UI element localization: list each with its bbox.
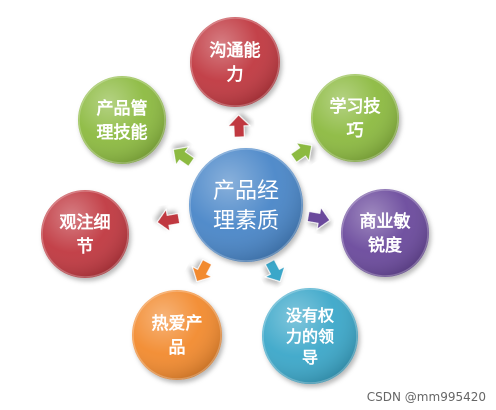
arrow-love-product	[191, 259, 213, 282]
center-node-circle-group-shine	[189, 148, 303, 262]
arrow-shape	[290, 142, 313, 163]
node-business-sense-shine	[341, 189, 429, 277]
node-love-product-shine	[132, 290, 222, 380]
node-communication-label-line: 力	[227, 64, 244, 85]
node-attention-detail-label-line: 节	[77, 236, 94, 257]
center-node-circle-group-ring	[189, 148, 303, 262]
node-attention-detail-shine	[41, 190, 129, 278]
arrow-product-management	[172, 146, 195, 167]
node-learning-ring	[311, 74, 399, 162]
center-label-line: 产品经	[213, 179, 279, 204]
arrows	[156, 114, 331, 282]
node-leadership-shine	[262, 288, 358, 384]
node-love-product-ring	[132, 290, 222, 380]
node-business-sense-ring	[341, 189, 429, 277]
arrow-leadership	[264, 259, 286, 282]
arrow-learning	[290, 142, 313, 163]
node-learning-shine	[311, 74, 399, 162]
arrow-shape	[264, 259, 286, 282]
node-communication-shine	[190, 17, 280, 107]
center-label-line: 理素质	[213, 209, 279, 234]
watermark: CSDN @mm995420	[364, 390, 488, 404]
arrow-shape	[156, 208, 181, 233]
arrow-communication	[226, 114, 251, 138]
node-love-product-label-line: 品	[169, 338, 186, 358]
arrow-attention-detail	[156, 208, 181, 233]
node-attention-detail-label-line: 观注细	[59, 212, 111, 233]
node-product-management-label-line: 产品管	[97, 98, 148, 119]
arrow-business-sense	[306, 206, 331, 231]
node-communication-label-line: 沟通能	[210, 40, 261, 61]
node-communication-ring	[190, 17, 280, 107]
node-business-sense-label-line: 锐度	[368, 235, 403, 256]
arrow-shape	[172, 146, 195, 167]
arrow-shape	[191, 259, 213, 282]
node-leadership-ring	[262, 288, 358, 384]
node-product-management-ring	[78, 76, 166, 164]
arrow-shape	[306, 206, 331, 231]
node-business-sense-label-line: 商业敏	[360, 211, 411, 232]
node-love-product-label-line: 热爱产	[152, 313, 203, 334]
node-attention-detail-ring	[41, 190, 129, 278]
node-product-management-shine	[78, 76, 166, 164]
arrow-shape	[226, 114, 251, 138]
node-product-management-label-line: 理技能	[97, 122, 148, 143]
node-learning-label-line: 学习技	[330, 96, 382, 117]
node-leadership-label-line: 力的领	[286, 327, 334, 346]
node-leadership-label-line: 导	[302, 348, 318, 367]
node-leadership-label-line: 没有权	[286, 306, 335, 325]
node-learning-label-line: 巧	[347, 121, 364, 141]
